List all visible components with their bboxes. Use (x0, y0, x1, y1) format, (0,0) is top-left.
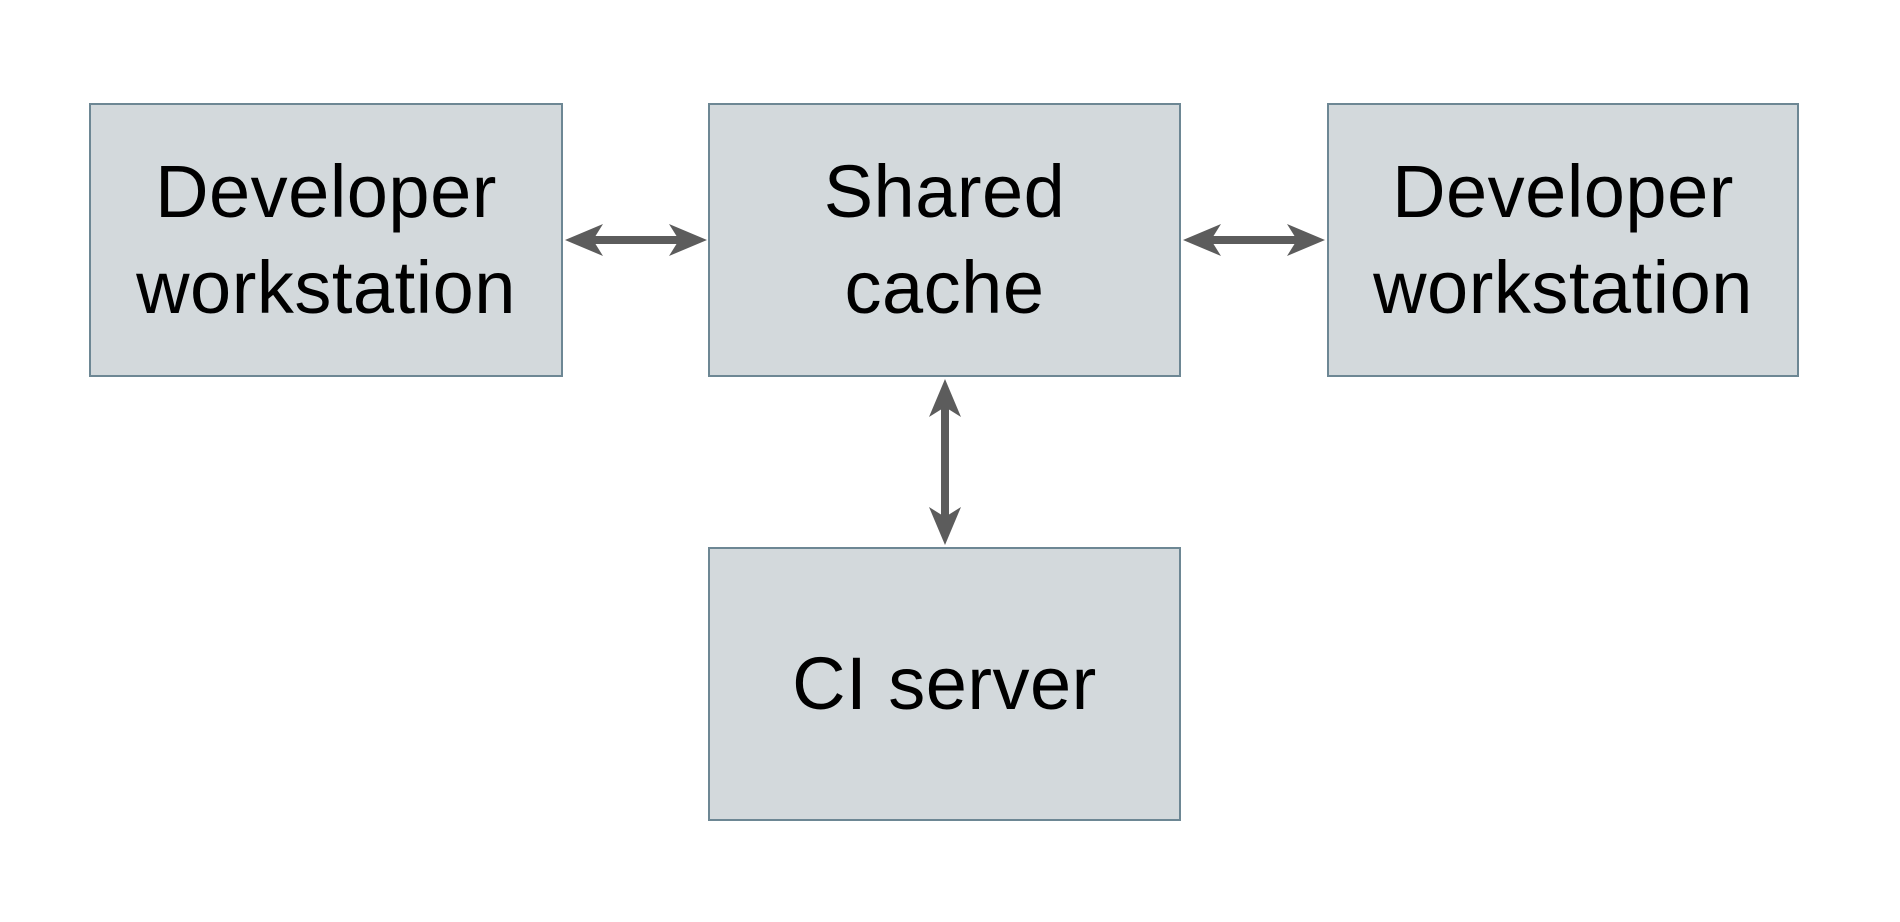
node-shared-cache: Shared cache (708, 103, 1181, 377)
node-ci-server: CI server (708, 547, 1181, 821)
bidirectional-arrow-vertical-icon (929, 379, 961, 545)
node-ci-server-label: CI server (792, 641, 1097, 725)
bidirectional-arrow-left-icon (565, 224, 707, 256)
node-developer-workstation-right-label: Developer workstation (1373, 149, 1753, 329)
node-shared-cache-label: Shared cache (823, 149, 1066, 329)
node-developer-workstation-left-label: Developer workstation (136, 149, 516, 329)
node-developer-workstation-left: Developer workstation (89, 103, 563, 377)
node-developer-workstation-right: Developer workstation (1327, 103, 1799, 377)
bidirectional-arrow-right-icon (1183, 224, 1325, 256)
